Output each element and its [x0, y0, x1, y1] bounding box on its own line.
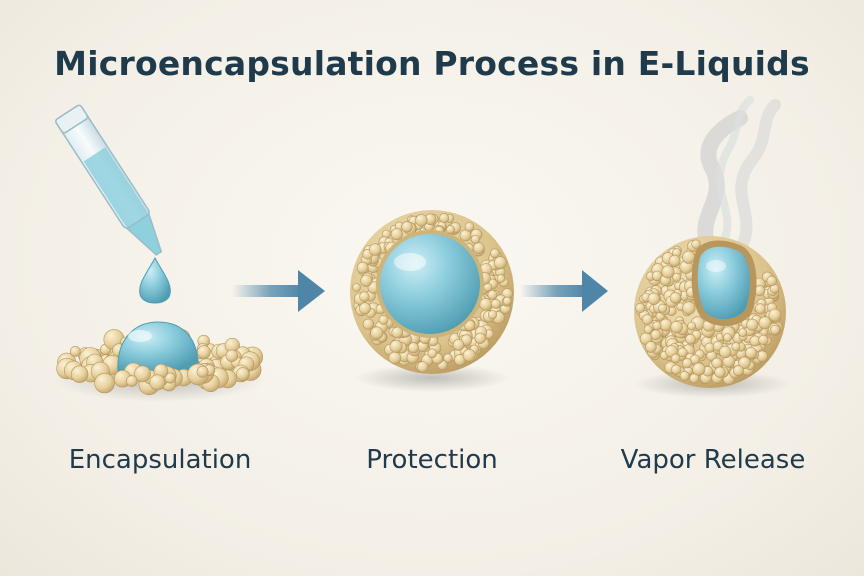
- coated-capsule-icon: [350, 210, 514, 392]
- diagram-title: Microencapsulation Process in E-Liquids: [54, 44, 810, 83]
- stage-label-protection: Protection: [366, 445, 498, 475]
- liquid-droplet-icon: [139, 256, 171, 304]
- stage-label-encapsulation: Encapsulation: [68, 445, 252, 475]
- arrow-right-icon: [232, 270, 325, 312]
- open-capsule-vapor-icon: [634, 96, 790, 398]
- arrow-right-icon: [520, 270, 608, 312]
- dropper-droplet-particles-icon: [55, 104, 265, 402]
- vapor-icon: [697, 96, 781, 260]
- dropper-icon: [55, 104, 163, 256]
- stage-label-vapor-release: Vapor Release: [620, 445, 806, 475]
